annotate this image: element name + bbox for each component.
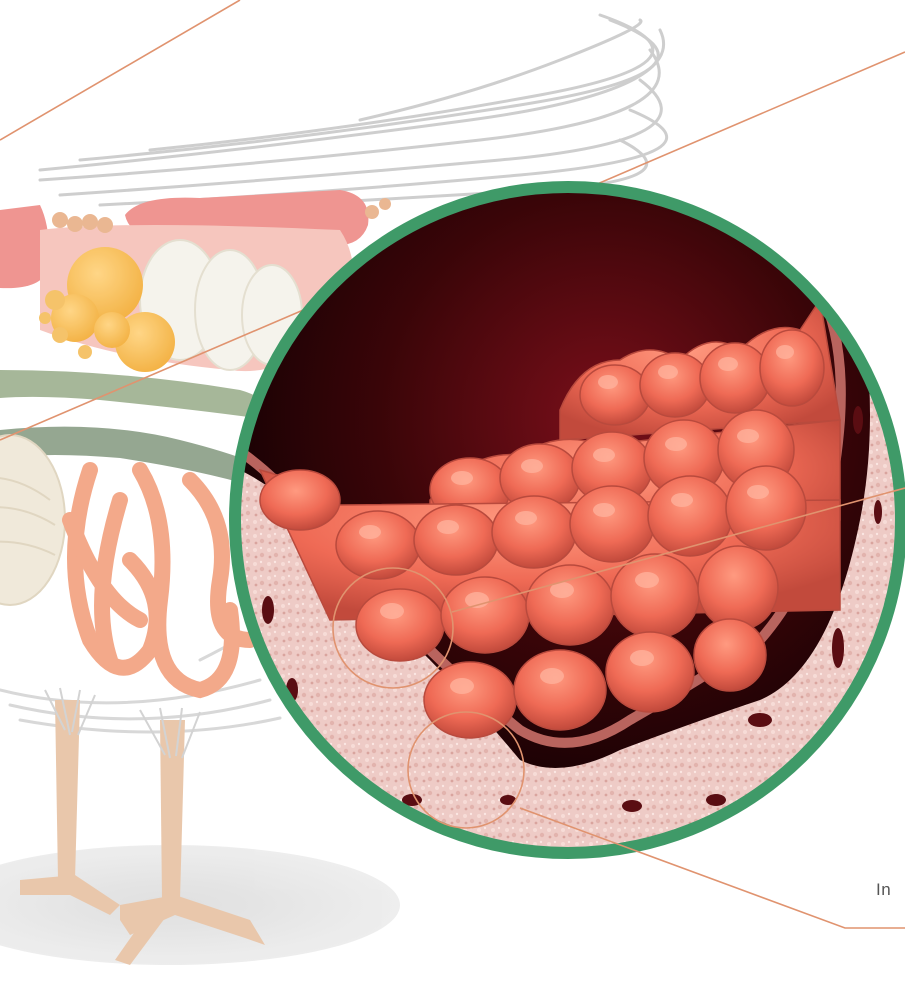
back-feathers bbox=[40, 15, 667, 210]
coiled-intestines bbox=[70, 470, 250, 690]
gizzard bbox=[0, 435, 65, 605]
callout-label-partial: In bbox=[876, 880, 891, 900]
callout-line-top bbox=[0, 0, 240, 140]
intestine-green-upper bbox=[0, 370, 271, 420]
belly-feathers bbox=[0, 610, 290, 732]
magnifier-view bbox=[230, 180, 905, 900]
